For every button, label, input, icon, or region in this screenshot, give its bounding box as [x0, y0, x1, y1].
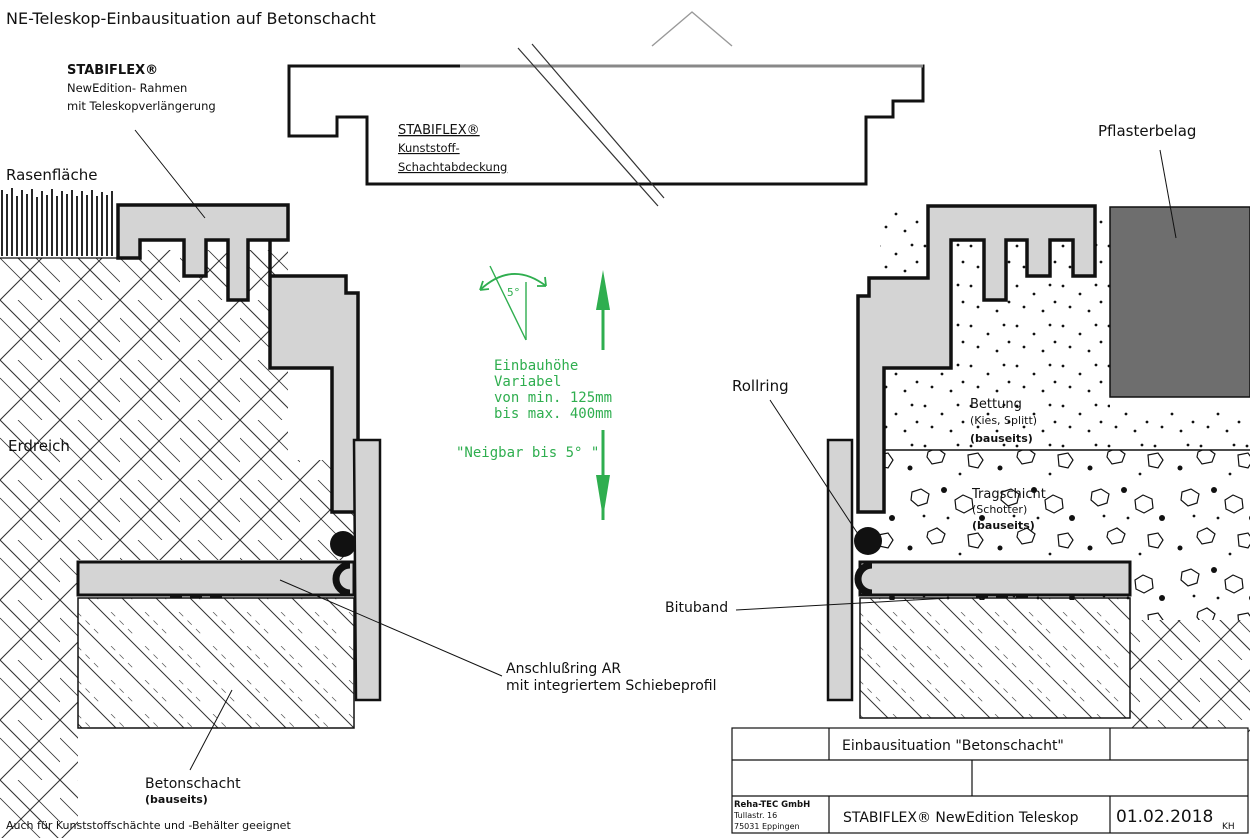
label-trag-note: (bauseits)	[972, 519, 1035, 532]
cover-line2: Schachtabdeckung	[398, 160, 507, 174]
label-anschluss-1: Anschlußring AR	[506, 661, 621, 677]
left-ring	[76, 531, 356, 599]
height-line2: Variabel	[494, 374, 561, 390]
footer-note: Auch für Kunststoffschächte und -Behälte…	[6, 819, 291, 832]
height-line1: Einbauhöhe	[494, 358, 578, 374]
frame-line1: NewEdition- Rahmen	[67, 81, 187, 95]
label-trag-sub: (Schotter)	[972, 503, 1027, 516]
title-block	[731, 727, 1249, 834]
label-bettung: Bettung	[970, 397, 1022, 412]
label-bituband: Bituband	[665, 600, 728, 616]
paving-block	[1109, 206, 1250, 398]
label-beton: Betonschacht	[145, 776, 241, 792]
frame-brand: STABIFLEX®	[67, 63, 158, 78]
frame-line2: mit Teleskopverlängerung	[67, 99, 216, 113]
title-block-company: Reha-TEC GmbH	[734, 800, 810, 810]
lawn-grass	[1, 188, 113, 256]
right-ring	[854, 527, 1132, 599]
left-soil	[0, 250, 370, 838]
left-concrete	[77, 597, 355, 729]
label-rollring: Rollring	[732, 377, 789, 395]
height-arrow	[596, 270, 610, 520]
cover-brand: STABIFLEX®	[398, 123, 480, 138]
cover-line1: Kunststoff-	[398, 141, 460, 155]
tilt-indicator	[479, 265, 547, 341]
cover-shape	[287, 11, 925, 207]
right-frame	[826, 204, 1097, 702]
title-block-street: Tullastr. 16	[733, 811, 777, 820]
label-rasen: Rasenfläche	[6, 166, 97, 184]
title-block-situation: Einbausituation "Betonschacht"	[842, 738, 1064, 754]
label-bettung-sub: (Kies, Splitt)	[970, 414, 1037, 427]
title-block-initials: KH	[1222, 822, 1235, 832]
label-pflaster: Pflasterbelag	[1098, 122, 1196, 140]
title-block-product: STABIFLEX® NewEdition Teleskop	[843, 810, 1079, 826]
label-trag: Tragschicht	[971, 487, 1046, 502]
right-concrete	[859, 597, 1131, 719]
label-erdreich: Erdreich	[8, 437, 70, 455]
page-title: NE-Teleskop-Einbausituation auf Betonsch…	[6, 9, 376, 28]
tilt-note: "Neigbar bis 5° "	[456, 445, 599, 461]
label-beton-note: (bauseits)	[145, 793, 208, 806]
title-block-city: 75031 Eppingen	[734, 822, 800, 831]
tilt-angle: 5°	[507, 286, 520, 299]
height-line4: bis max. 400mm	[494, 406, 612, 422]
label-anschluss-2: mit integriertem Schiebeprofil	[506, 678, 717, 694]
left-frame	[116, 203, 382, 702]
label-bettung-note: (bauseits)	[970, 432, 1033, 445]
right-bedding	[880, 208, 1250, 450]
title-block-date: 01.02.2018	[1116, 807, 1213, 827]
height-line3: von min. 125mm	[494, 390, 612, 406]
right-soil	[1130, 620, 1250, 740]
